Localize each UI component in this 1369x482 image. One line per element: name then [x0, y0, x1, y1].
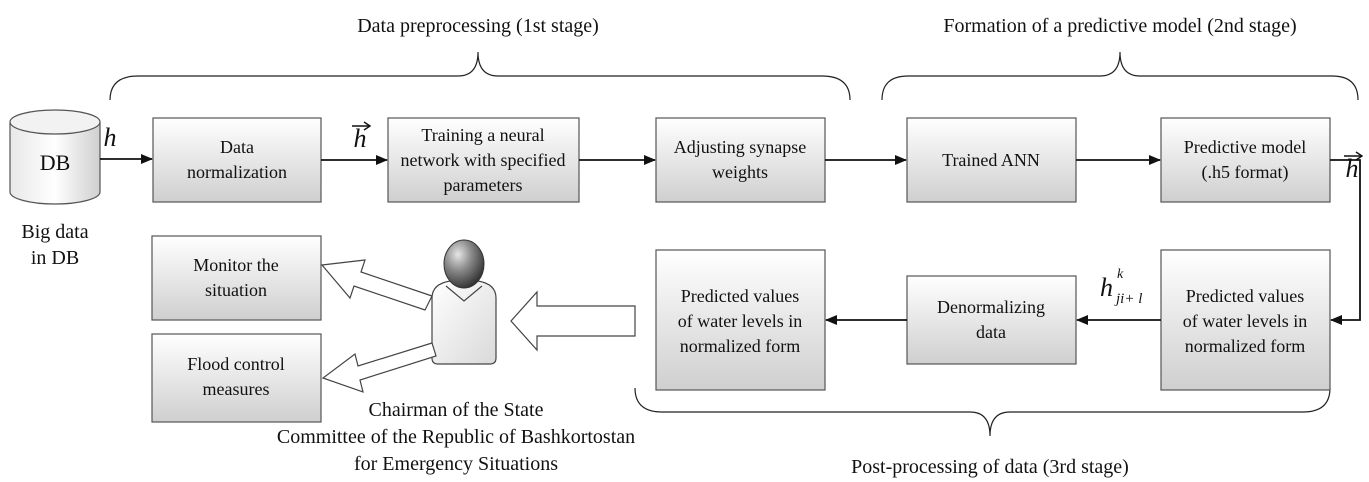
svg-text:k: k: [1117, 267, 1124, 282]
stage2-brace: [881, 51, 1359, 101]
stage1-brace: [109, 51, 851, 101]
box-data-normalization: [152, 117, 322, 203]
box-training-line3: parameters: [444, 175, 523, 195]
box-flood-control-line2: measures: [203, 379, 270, 399]
svg-text:h: h: [1346, 154, 1359, 183]
box-flood-control: [151, 333, 322, 423]
box-adjusting-line2: weights: [712, 162, 768, 182]
chairman-caption-line1: Chairman of the State: [369, 399, 544, 421]
box-predicted-values-line2: of water levels in: [678, 311, 802, 331]
stage3-label: Post-processing of data (3rd stage): [851, 456, 1129, 478]
stage1-label: Data preprocessing (1st stage): [357, 15, 599, 37]
box-denormalizing-line1: Denormalizing: [937, 297, 1045, 317]
db-caption-line2: in DB: [31, 247, 79, 269]
svg-text:h: h: [354, 124, 367, 153]
box-trained-ann-line1: Trained ANN: [942, 150, 1040, 170]
box-training-line2: network with specified: [401, 150, 566, 170]
db-label: DB: [40, 150, 71, 175]
box-adjusting: [655, 117, 826, 203]
svg-text:h: h: [1100, 273, 1113, 302]
box-flood-control-line1: Flood control: [187, 354, 285, 374]
box-predicted-normalized-line1: Predicted values: [1186, 286, 1304, 306]
symbol-h-vector: h: [352, 121, 372, 153]
box-training-line1: Training a neural: [421, 125, 544, 145]
hollow-arrow-to-flood-control: [321, 342, 437, 393]
hollow-arrow-to-chairman: [510, 290, 636, 352]
box-adjusting-line1: Adjusting synapse: [674, 137, 807, 157]
db-caption-line1: Big data: [21, 221, 88, 243]
box-predicted-normalized-line3: normalized form: [1185, 336, 1305, 356]
chairman-caption-line2: Committee of the Republic of Bashkortost…: [277, 426, 635, 448]
box-denormalizing: [906, 275, 1077, 365]
box-monitor: [151, 235, 322, 321]
box-denormalizing-line2: data: [976, 322, 1006, 342]
hollow-arrow-to-monitor: [320, 259, 433, 311]
database-icon: [9, 109, 101, 205]
box-data-normalization-line1: Data: [220, 137, 254, 157]
box-monitor-line1: Monitor the: [193, 255, 279, 275]
box-predicted-values-line1: Predicted values: [681, 286, 799, 306]
box-monitor-line2: situation: [205, 280, 267, 300]
symbol-h-predicted: h k ji+ l: [1100, 267, 1142, 307]
chairman-caption-line3: for Emergency Situations: [354, 453, 558, 475]
box-predicted-normalized-line2: of water levels in: [1183, 311, 1307, 331]
box-predicted-values: [655, 249, 826, 391]
symbol-h: h: [104, 123, 117, 152]
box-data-normalization-line2: normalization: [187, 162, 287, 182]
box-training: [387, 117, 580, 203]
box-predictive-model: [1160, 117, 1331, 203]
symbol-h-vector-output: h: [1344, 151, 1364, 183]
box-predicted-values-line3: normalized form: [680, 336, 800, 356]
arrow-predictive-to-predicted: [1330, 159, 1361, 325]
svg-text:ji+ l: ji+ l: [1114, 291, 1142, 307]
stage3-brace: [634, 387, 1331, 437]
box-predictive-model-line1: Predictive model: [1184, 137, 1306, 157]
box-predictive-model-line2: (.h5 format): [1202, 162, 1289, 183]
stage2-label: Formation of a predictive model (2nd sta…: [943, 15, 1296, 37]
person-icon: [431, 239, 497, 365]
